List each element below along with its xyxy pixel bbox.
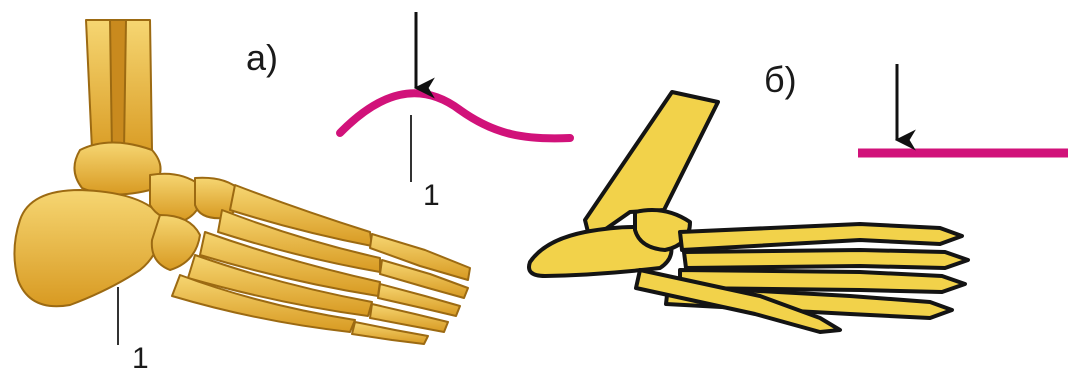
panel-a-label: а): [246, 37, 278, 78]
ape-foot-skeleton: [529, 92, 968, 332]
arched-profile-line: [340, 93, 570, 138]
panel-b-label: б): [764, 59, 797, 100]
marker-1-foot: 1: [132, 342, 149, 375]
marker-1-profile: 1: [423, 179, 440, 212]
human-foot-skeleton: [14, 20, 470, 344]
